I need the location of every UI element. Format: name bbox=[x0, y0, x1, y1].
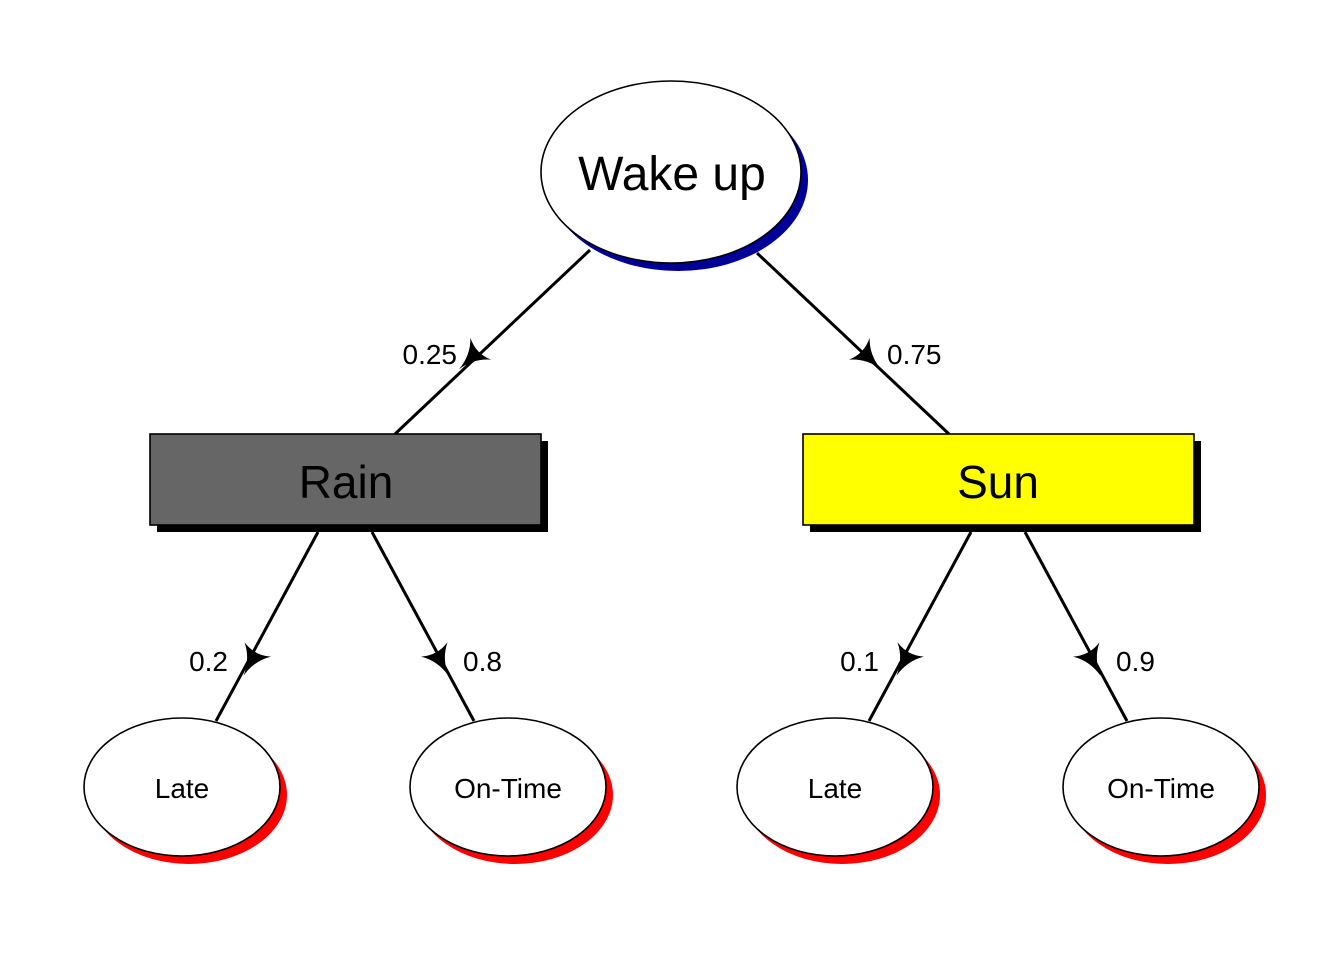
leaf-node-ellipse bbox=[1062, 717, 1260, 857]
leaf-node-sun-ontime: On-Time bbox=[1062, 717, 1266, 864]
leaf-node-rain-ontime: On-Time bbox=[409, 717, 613, 864]
prob-label-sun-ontime: 0.9 bbox=[1116, 646, 1155, 677]
edges bbox=[214, 248, 1129, 722]
prob-label-rain-ontime: 0.8 bbox=[463, 646, 502, 677]
edge-root-sun bbox=[755, 251, 951, 436]
sun-node: Sun bbox=[802, 433, 1201, 532]
leaf-node-label: On-Time bbox=[1107, 773, 1215, 804]
edge-sun-late bbox=[867, 531, 973, 722]
rain-node-label: Rain bbox=[299, 456, 394, 508]
sun-node-box bbox=[802, 433, 1195, 526]
prob-label-sun-late: 0.1 bbox=[840, 646, 879, 677]
root-node-ellipse bbox=[540, 80, 802, 264]
edge-rain-ontime bbox=[370, 531, 476, 722]
edge-root-rain bbox=[393, 248, 592, 436]
rain-node-box bbox=[149, 433, 542, 526]
leaf-node-ellipse bbox=[736, 717, 934, 857]
arrowhead-root-sun bbox=[848, 337, 882, 370]
root-node-label: Wake up bbox=[578, 148, 766, 201]
edge-rain-late bbox=[214, 531, 320, 722]
arrowhead-sun-late bbox=[896, 642, 924, 676]
leaf-node-label: Late bbox=[808, 773, 863, 804]
arrowhead-root-rain bbox=[458, 337, 492, 370]
leaf-node-label: Late bbox=[155, 773, 210, 804]
prob-label-rain-late: 0.2 bbox=[189, 646, 228, 677]
prob-label-rain: 0.25 bbox=[403, 339, 458, 370]
arrowheads bbox=[243, 337, 1101, 676]
leaf-node-rain-late: Late bbox=[83, 717, 287, 864]
leaf-node-label: On-Time bbox=[454, 773, 562, 804]
leaf-node-ellipse bbox=[83, 717, 281, 857]
arrowhead-rain-late bbox=[243, 642, 271, 676]
leaf-node-sun-late: Late bbox=[736, 717, 940, 864]
root-node: Wake up bbox=[540, 80, 808, 271]
arrowhead-sun-ontime bbox=[1073, 642, 1101, 676]
probability-labels: 0.25 0.75 0.2 0.8 0.1 0.9 bbox=[189, 339, 1155, 677]
arrowhead-rain-ontime bbox=[421, 642, 449, 676]
edge-sun-ontime bbox=[1023, 531, 1129, 722]
rain-node: Rain bbox=[149, 433, 548, 532]
leaf-node-ellipse bbox=[409, 717, 607, 857]
prob-label-sun: 0.75 bbox=[887, 339, 942, 370]
sun-node-label: Sun bbox=[957, 456, 1039, 508]
